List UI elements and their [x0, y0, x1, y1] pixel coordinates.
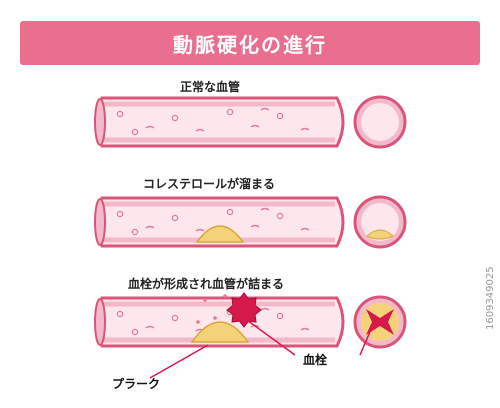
- blood-cell: [131, 128, 139, 136]
- blood-clot: [226, 292, 262, 328]
- blood-cell: [260, 307, 270, 311]
- clot-leader-line-short: [359, 319, 376, 356]
- blood-cell: [116, 110, 124, 118]
- stage-label-normal: 正常な血管: [180, 80, 241, 94]
- blood-cell: [276, 212, 284, 220]
- blood-cell: [145, 325, 155, 329]
- plaque-leader-line: [149, 344, 209, 379]
- clot-fragment: [196, 320, 200, 324]
- blood-cell: [171, 214, 179, 222]
- blood-cell: [276, 112, 284, 120]
- blood-cell: [145, 125, 155, 129]
- vessel-end-1: [94, 98, 106, 146]
- cross-section-lumen-2: [361, 203, 399, 241]
- clot-fragment: [223, 294, 227, 298]
- blood-cell: [145, 225, 155, 229]
- blood-cell: [171, 114, 179, 122]
- plaque-2: [195, 225, 245, 243]
- page-title: 動脈硬化の進行: [173, 32, 327, 57]
- blood-cell: [131, 328, 139, 336]
- blood-cell: [226, 108, 234, 116]
- clot-leader-line-long: [243, 317, 296, 356]
- plaque-label: プラーク: [112, 376, 160, 391]
- cross-section-lumen-1: [361, 103, 399, 141]
- stage-label-clot: 血栓が形成され血管が詰まる: [128, 277, 285, 291]
- title-banner: 動脈硬化の進行: [20, 21, 480, 65]
- blood-cell: [300, 227, 310, 231]
- blood-cell: [116, 210, 124, 218]
- blood-cell: [195, 128, 205, 132]
- blood-cell: [300, 327, 310, 331]
- vessel-end-3: [94, 298, 106, 346]
- vessel-end-2: [94, 198, 106, 246]
- blood-cell: [260, 207, 270, 211]
- blood-cell: [276, 312, 284, 320]
- blood-cell: [131, 228, 139, 236]
- watermark-number: 1609349025: [485, 266, 496, 330]
- blood-cell: [171, 314, 179, 322]
- blood-cell: [195, 228, 205, 232]
- blood-cell: [250, 124, 260, 128]
- blood-cell: [260, 107, 270, 111]
- blood-cell: [300, 127, 310, 131]
- cross-section-clot: [366, 309, 394, 335]
- cross-section-plaque-2: [366, 229, 394, 240]
- clot-fragment: [203, 298, 207, 302]
- plaque-3: [190, 321, 250, 343]
- blood-cell: [116, 310, 124, 318]
- blood-cell: [226, 208, 234, 216]
- clot-fragment: [213, 316, 217, 320]
- blood-cell: [250, 224, 260, 228]
- stage-label-cholesterol: コレステロールが溜まる: [143, 177, 276, 191]
- clot-label: 血栓: [303, 352, 327, 367]
